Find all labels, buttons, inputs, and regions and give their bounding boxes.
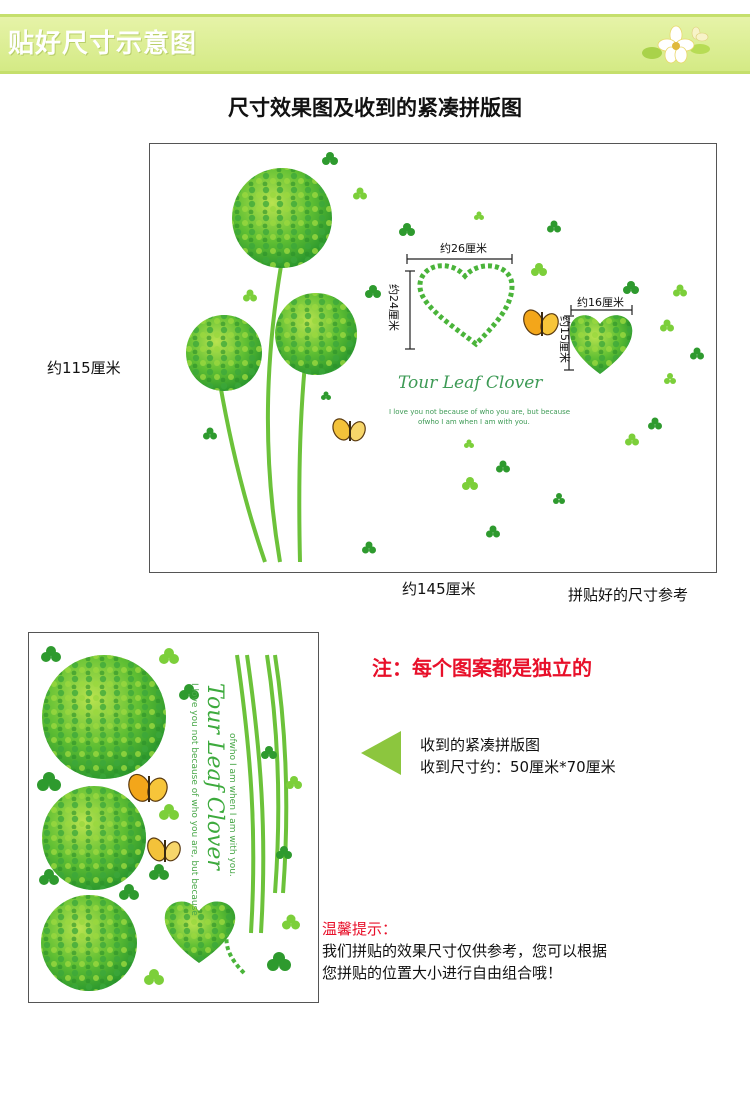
independent-note: 注：每个图案都是独立的: [372, 656, 592, 680]
assembled-illustration: [186, 152, 704, 563]
header-title: 贴好尺寸示意图: [8, 29, 198, 59]
tips-line-1: 我们拼贴的效果尺寸仅供参考，您可以根据: [322, 942, 608, 960]
received-info: 收到的紧凑拼版图 收到尺寸约：50厘米*70厘米: [420, 734, 616, 778]
height-total-label: 约115厘米: [47, 359, 121, 377]
clover-ball-left: [186, 315, 262, 391]
tips-block: 温馨提示： 我们拼贴的效果尺寸仅供参考，您可以根据 您拼贴的位置大小进行自由组合…: [322, 918, 607, 984]
brand-text: Tour Leaf Clover: [398, 373, 543, 393]
heart-large-width-label: 约26厘米: [440, 242, 487, 255]
sheet-brand-text: Tour Leaf Clover: [202, 683, 227, 870]
sheet-quote-line-2: ofwho I am when I am with you.: [227, 733, 237, 877]
sheet-ball-bottom: [41, 895, 137, 991]
butterfly-icon: [332, 418, 366, 442]
sheet-illustration: [37, 646, 302, 991]
butterfly-icon: [147, 837, 181, 862]
assembled-caption: 拼贴好的尺寸参考: [568, 586, 689, 604]
clover-ball-right: [275, 293, 357, 375]
assembled-preview: 约26厘米 约24厘米 约16厘米 约15厘米 Tour Leaf Clover…: [149, 143, 717, 573]
sheet-ball-middle: [42, 786, 146, 890]
sheet-quote-line-1: I love you not because of who you are, b…: [189, 683, 199, 916]
quote-line-1: I love you not because of who you are, b…: [389, 408, 571, 416]
heart-small-height-label: 约15厘米: [558, 316, 571, 363]
received-line-1: 收到的紧凑拼版图: [420, 736, 541, 754]
width-total-label: 约145厘米: [402, 580, 476, 598]
heart-outline: [417, 263, 515, 348]
tips-line-2: 您拼贴的位置大小进行自由组合哦！: [322, 964, 563, 982]
received-sheet: Tour Leaf Clover I love you not because …: [28, 632, 319, 1003]
quote-line-2: ofwho I am when I am with you.: [418, 418, 530, 426]
heart-small-width-label: 约16厘米: [577, 296, 624, 309]
arrow-left-icon: [361, 731, 401, 775]
section-title: 尺寸效果图及收到的紧凑拼版图: [228, 96, 522, 120]
received-line-2: 收到尺寸约：50厘米*70厘米: [420, 758, 616, 776]
heart-large-height-label: 约24厘米: [387, 284, 400, 331]
clover-ball-large: [232, 168, 332, 268]
butterfly-icon: [128, 773, 168, 802]
flower-decoration-icon: [642, 25, 710, 64]
butterfly-icon: [523, 309, 559, 336]
sheet-ball-top: [42, 655, 166, 779]
header-bar: 贴好尺寸示意图: [0, 14, 750, 74]
tips-title: 温馨提示：: [322, 920, 398, 938]
